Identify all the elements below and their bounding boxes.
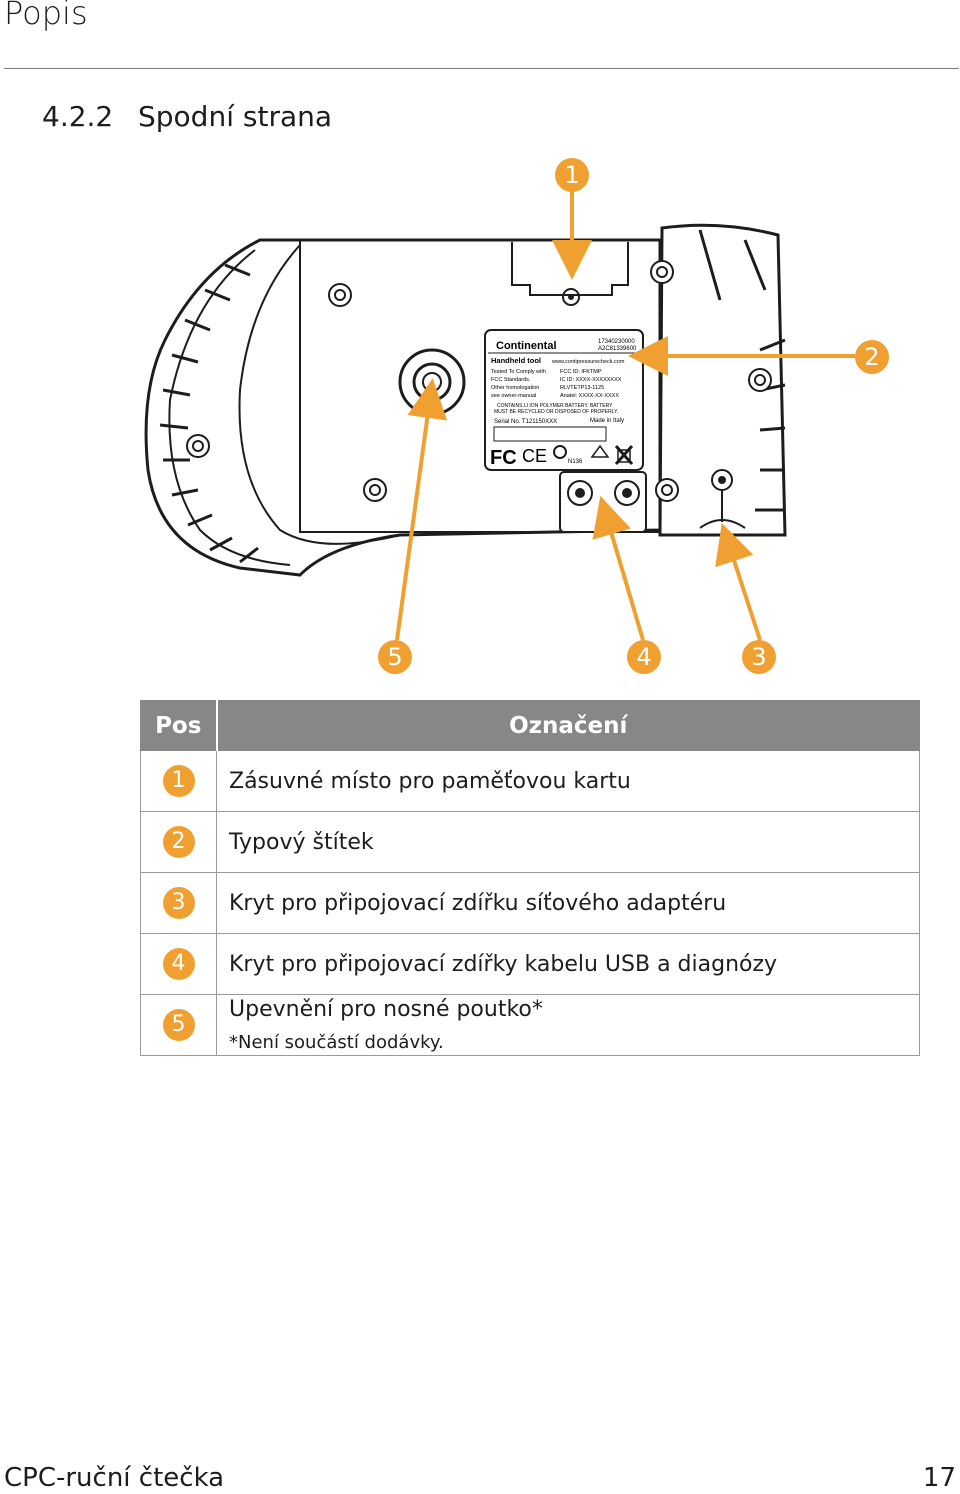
- legend-table: Pos Označení 1 Zásuvné místo pro paměťov…: [140, 700, 920, 1056]
- pos-badge: 1: [162, 765, 195, 797]
- pos-cell: 4: [140, 933, 217, 995]
- callout-4: 4: [627, 640, 661, 674]
- pos-cell: 5: [140, 994, 217, 1056]
- device-right-grip: [658, 223, 787, 537]
- svg-text:see owner-manual: see owner-manual: [491, 393, 536, 399]
- fcc-mark: FC: [490, 447, 517, 469]
- svg-text:FCC Standards.: FCC Standards.: [491, 377, 531, 383]
- pos-cell: 1: [140, 750, 217, 812]
- svg-text:17340230000: 17340230000: [598, 339, 635, 345]
- callout-arrows: [395, 190, 855, 641]
- footer-doc-title: CPC-ruční čtečka: [4, 1463, 225, 1493]
- screws: [186, 260, 772, 502]
- section-title: Spodní strana: [138, 100, 333, 133]
- footnote: *Není součástí dodávky.: [229, 1032, 444, 1053]
- svg-text:IC ID: XXXX-XXXXXXXX: IC ID: XXXX-XXXXXXXX: [560, 377, 622, 383]
- ce-mark: CE: [522, 446, 547, 466]
- pos-badge: 5: [162, 1009, 195, 1041]
- svg-text:MUST BE RECYCLED OR DISPOSED O: MUST BE RECYCLED OR DISPOSED OF PROPERLY…: [494, 409, 618, 415]
- header-pos: Pos: [140, 700, 218, 751]
- svg-text:Tested To Comply with: Tested To Comply with: [491, 369, 546, 375]
- svg-text:Other homologation: Other homologation: [491, 385, 539, 391]
- svg-text:Handheld tool: Handheld tool: [491, 356, 541, 365]
- svg-text:Serial No. T121150XXX: Serial No. T121150XXX: [494, 419, 557, 425]
- desc-cell: Upevnění pro nosné poutko* *Není součást…: [216, 994, 920, 1056]
- pos-cell: 2: [140, 811, 217, 873]
- header-desc: Označení: [216, 700, 920, 751]
- table-row: 2 Typový štítek: [140, 811, 920, 873]
- pos-badge: 2: [162, 826, 195, 858]
- page-number: 17: [922, 1463, 956, 1493]
- pos-badge: 4: [162, 948, 195, 980]
- svg-text:FCC ID: IFKTMP: FCC ID: IFKTMP: [560, 369, 602, 375]
- svg-text:CONTAINS LI ION POLYMER BATTER: CONTAINS LI ION POLYMER BATTERY. BATTERY: [497, 403, 613, 409]
- svg-text:N136: N136: [568, 459, 583, 465]
- device-drawing: Continental 17340230000 A2C81339600 Hand…: [144, 190, 855, 641]
- callout-2: 2: [855, 340, 889, 374]
- table-row: 1 Zásuvné místo pro paměťovou kartu: [140, 750, 920, 812]
- svg-text:Made in Italy: Made in Italy: [590, 418, 624, 424]
- device-left-body: [144, 238, 662, 577]
- desc-cell: Typový štítek: [216, 811, 920, 873]
- table-row: 5 Upevnění pro nosné poutko* *Není součá…: [140, 994, 920, 1056]
- header-divider: [4, 68, 959, 69]
- label-brand: Continental: [496, 340, 557, 352]
- svg-text:www.contipressurecheck.com: www.contipressurecheck.com: [551, 359, 625, 365]
- device-bottom-illustration: Continental 17340230000 A2C81339600 Hand…: [0, 150, 960, 690]
- callout-1: 1: [555, 158, 589, 192]
- section-number: 4.2.2: [42, 100, 114, 133]
- desc-cell: Zásuvné místo pro paměťovou kartu: [216, 750, 920, 812]
- header-title: Popis: [4, 0, 88, 32]
- section-heading: 4.2.2 Spodní strana: [42, 100, 332, 133]
- desc-cell: Kryt pro připojovací zdířku síťového ada…: [216, 872, 920, 934]
- callout-5: 5: [378, 640, 412, 674]
- recycle-icon: [590, 444, 610, 458]
- callout-3: 3: [742, 640, 776, 674]
- desc-cell: Kryt pro připojovací zdířky kabelu USB a…: [216, 933, 920, 995]
- pos-cell: 3: [140, 872, 217, 934]
- svg-text:A2C81339600: A2C81339600: [598, 346, 637, 352]
- table-row: 3 Kryt pro připojovací zdířku síťového a…: [140, 872, 920, 934]
- svg-text:RLVTETP13-1125: RLVTETP13-1125: [560, 385, 604, 391]
- desc-text: Upevnění pro nosné poutko*: [229, 997, 543, 1022]
- pos-badge: 3: [162, 887, 195, 919]
- svg-text:Anatel: XXXX-XX-XXXX: Anatel: XXXX-XX-XXXX: [560, 393, 619, 399]
- type-label: [484, 329, 644, 471]
- table-row: 4 Kryt pro připojovací zdířky kabelu USB…: [140, 933, 920, 995]
- legend-header-row: Pos Označení: [140, 700, 920, 751]
